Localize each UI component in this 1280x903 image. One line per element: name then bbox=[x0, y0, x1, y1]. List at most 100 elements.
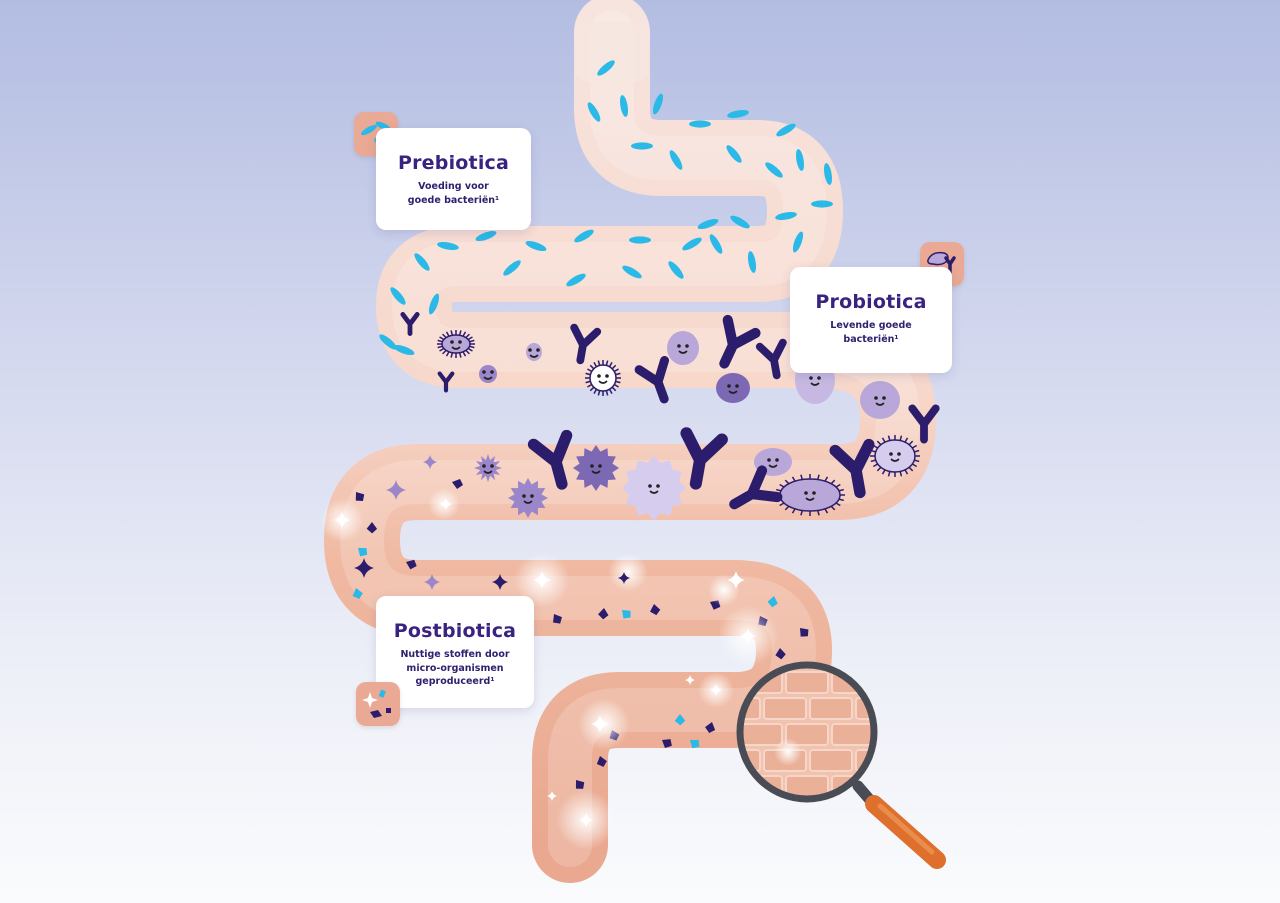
bacterium bbox=[775, 474, 845, 516]
fiber bbox=[776, 123, 796, 137]
bacterium bbox=[479, 365, 497, 383]
fiber bbox=[629, 236, 651, 244]
fiber bbox=[668, 261, 684, 279]
metabolite bbox=[650, 604, 661, 616]
bacterium bbox=[870, 435, 920, 477]
antibody bbox=[437, 371, 455, 393]
sparkle bbox=[591, 715, 609, 733]
postbiotica-title: Postbiotica bbox=[393, 620, 517, 642]
brick bbox=[878, 724, 920, 745]
fiber bbox=[795, 149, 805, 171]
prebiotica-title: Prebiotica bbox=[397, 152, 510, 174]
fiber bbox=[697, 218, 719, 230]
sparkle bbox=[727, 571, 745, 589]
magnifying-glass-icon bbox=[736, 661, 946, 869]
brick bbox=[878, 776, 920, 797]
metabolite bbox=[553, 614, 562, 624]
antibody bbox=[829, 438, 875, 499]
brick bbox=[743, 723, 783, 746]
antibody bbox=[719, 314, 761, 369]
intestine-tube bbox=[324, 0, 936, 883]
fiber bbox=[726, 145, 742, 163]
probiotica-description: Levende goede bacteriën¹ bbox=[830, 320, 912, 345]
fiber bbox=[379, 334, 397, 350]
fiber bbox=[689, 120, 711, 128]
metabolite bbox=[775, 648, 786, 660]
spiky-bacterium bbox=[622, 456, 686, 520]
fiber bbox=[823, 163, 833, 185]
fiber bbox=[811, 200, 833, 208]
fiber bbox=[765, 162, 783, 178]
spiky-bacterium bbox=[508, 478, 548, 518]
sparkle bbox=[533, 571, 551, 589]
sparkles bbox=[320, 455, 827, 850]
postbiotica-description: Nuttige stoffen door micro-organismen ge… bbox=[400, 649, 510, 687]
metabolite bbox=[662, 739, 672, 749]
spiky-bacterium bbox=[474, 454, 502, 482]
fiber bbox=[414, 253, 430, 271]
antibody bbox=[729, 465, 783, 510]
fiber bbox=[792, 231, 804, 253]
metabolite bbox=[406, 559, 417, 570]
antibody bbox=[908, 404, 940, 444]
sparkle bbox=[685, 675, 695, 685]
fiber bbox=[631, 142, 653, 150]
antibody bbox=[634, 355, 670, 404]
fiber bbox=[775, 211, 797, 221]
sparkle bbox=[740, 628, 756, 644]
spiky-bacterium bbox=[573, 445, 619, 491]
metabolite bbox=[598, 608, 609, 620]
antibody bbox=[570, 323, 602, 365]
metabolite bbox=[366, 522, 378, 534]
metabolite bbox=[622, 610, 631, 619]
fiber bbox=[587, 102, 601, 122]
metabolite bbox=[705, 722, 716, 734]
postbiotica-card: Postbiotica Nuttige stoffen door micro-o… bbox=[376, 596, 534, 708]
fiber bbox=[652, 93, 664, 115]
bacterium bbox=[667, 331, 699, 365]
fiber bbox=[437, 241, 459, 251]
fiber bbox=[727, 109, 749, 119]
fiber bbox=[669, 150, 683, 170]
sparkle bbox=[334, 512, 350, 528]
probiotic-bacteria bbox=[400, 311, 940, 520]
fiber bbox=[747, 251, 757, 273]
prebiotic-fibers bbox=[379, 60, 833, 356]
fiber bbox=[475, 230, 497, 242]
metabolite bbox=[767, 596, 778, 608]
metabolite bbox=[800, 628, 809, 637]
bacterium bbox=[526, 343, 542, 361]
antibody bbox=[527, 429, 573, 490]
sparkle bbox=[492, 574, 508, 590]
metabolite bbox=[575, 780, 585, 789]
sparkle bbox=[618, 572, 630, 584]
fiber bbox=[393, 344, 415, 356]
antibody bbox=[755, 338, 787, 380]
brick bbox=[785, 775, 829, 796]
brick bbox=[831, 723, 871, 746]
metabolite bbox=[596, 756, 607, 767]
bacterium bbox=[860, 381, 900, 419]
antibody bbox=[680, 427, 728, 490]
fiber bbox=[566, 273, 586, 287]
sparkle bbox=[710, 684, 722, 696]
brick bbox=[763, 697, 807, 720]
brick bbox=[878, 672, 920, 693]
fiber bbox=[390, 287, 406, 305]
metabolite bbox=[358, 548, 368, 557]
sparkle bbox=[440, 498, 452, 510]
fiber bbox=[622, 265, 642, 279]
fiber bbox=[730, 215, 750, 229]
sparkle bbox=[547, 791, 557, 801]
metabolite bbox=[355, 492, 365, 502]
brick bbox=[785, 671, 829, 694]
fiber bbox=[619, 95, 629, 117]
brick bbox=[809, 749, 853, 772]
metabolite bbox=[674, 714, 686, 726]
fiber bbox=[503, 260, 521, 276]
brick bbox=[809, 697, 853, 720]
antibody bbox=[400, 311, 420, 337]
sparkle bbox=[423, 455, 437, 469]
fiber bbox=[597, 60, 615, 76]
